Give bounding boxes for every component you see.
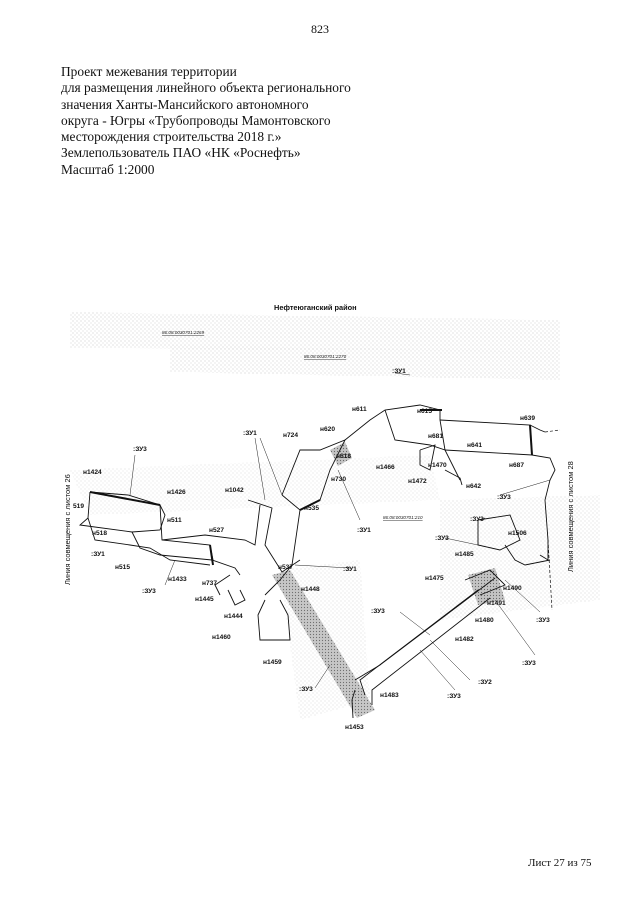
point-label: н1433: [168, 576, 187, 583]
point-label: н620: [320, 426, 335, 433]
point-label: н1475: [425, 575, 444, 582]
zone-label: :ЗУ3: [142, 588, 156, 595]
point-label: н641: [467, 442, 482, 449]
point-label: н1448: [301, 586, 320, 593]
title-line: Масштаб 1:2000: [61, 161, 155, 177]
right-sheet-edge-label: Линия совмещения с листом 28: [566, 461, 575, 572]
sheet-number: Лист 27 из 75: [528, 857, 592, 869]
route-centerline: [89, 409, 533, 566]
point-label: н1480: [475, 617, 494, 624]
zone-label: :ЗУ3: [435, 535, 449, 542]
page-number: 823: [311, 22, 329, 36]
cadastral-number: 86:08:0030701:2270: [304, 354, 347, 359]
point-label: н724: [283, 432, 298, 439]
label-leaders: [129, 372, 551, 691]
left-sheet-edge-label: Линия совмещения с листом 26: [63, 474, 72, 585]
point-label: н515: [115, 564, 130, 571]
boundary-lines: [78, 404, 556, 719]
zone-label: :ЗУ3: [299, 686, 313, 693]
point-label: н618: [336, 453, 351, 460]
point-label: н1444: [224, 613, 243, 620]
point-label: н1472: [408, 478, 427, 485]
zone-label: :ЗУ3: [522, 660, 536, 667]
zone-label: :ЗУ1: [392, 368, 406, 375]
point-label: н535: [304, 505, 319, 512]
cadastral-number: 86:08:0030701:2269: [162, 330, 205, 335]
title-line: значения Ханты-Мансийского автономного: [61, 96, 309, 112]
point-label: н681: [428, 433, 443, 440]
point-label: н615: [417, 408, 432, 415]
zone-label: :ЗУ1: [91, 551, 105, 558]
point-label: н1491: [487, 600, 506, 607]
point-label: н1459: [263, 659, 282, 666]
point-label: н730: [331, 476, 346, 483]
point-label: н1042: [225, 487, 244, 494]
pipeline-strip: [272, 442, 505, 718]
point-label: н1483: [380, 692, 399, 699]
point-label: н1424: [83, 469, 102, 476]
zone-label: :ЗУ3: [371, 608, 385, 615]
zone-label: :ЗУ3: [536, 617, 550, 624]
point-label: н1453: [345, 724, 364, 731]
point-label: н642: [466, 483, 481, 490]
zone-label: :ЗУ1: [243, 430, 257, 437]
zone-label: :ЗУ3: [447, 693, 461, 700]
title-line: Проект межевания территории: [61, 64, 237, 79]
point-label: н537: [278, 564, 293, 571]
title-line: округа - Югры «Трубопроводы Мамонтовског…: [61, 112, 331, 128]
point-label: н1460: [212, 634, 231, 641]
point-label: н511: [167, 517, 182, 524]
title-line: для размещения линейного объекта региона…: [61, 80, 351, 96]
zone-labels: :ЗУ1 :ЗУ1 :ЗУ1 :ЗУ1 :ЗУ3 :ЗУ1 :ЗУ3 :ЗУ3 …: [91, 368, 550, 700]
zone-label: :ЗУ1: [343, 566, 357, 573]
zone-label: :ЗУ3: [497, 494, 511, 501]
point-label: н639: [520, 415, 535, 422]
point-label: н1470: [428, 462, 447, 469]
point-label: н1490: [503, 585, 522, 592]
cadastral-number: 86:08:0030701:210: [383, 515, 423, 520]
point-labels: н611 н615 н639 н620 н681 н724 н618 н641 …: [73, 406, 535, 731]
sheet-boundary: [544, 429, 561, 611]
title-line: месторождения строительства 2018 г.»: [61, 129, 282, 145]
zone-label: :ЗУ3: [133, 446, 147, 453]
map-title-block: Проект межевания территории для размещен…: [61, 64, 381, 178]
point-label: н687: [509, 462, 524, 469]
zone-label: :ЗУ3: [470, 516, 484, 523]
zone-label: :ЗУ1: [357, 527, 371, 534]
point-label: н1482: [455, 636, 474, 643]
point-label: н1485: [455, 551, 474, 558]
region-label: Нефтеюганский район: [274, 303, 357, 312]
point-label: н1466: [376, 464, 395, 471]
point-label: н1426: [167, 489, 186, 496]
point-label: н527: [209, 527, 224, 534]
title-line: Землепользователь ПАО «НК «Роснефть»: [61, 145, 301, 161]
point-label: н1445: [195, 596, 214, 603]
point-label: н737: [202, 580, 217, 587]
point-label: н518: [92, 530, 107, 537]
zone-label: :ЗУ2: [478, 679, 492, 686]
point-label: н611: [352, 406, 367, 413]
point-label: н1506: [508, 530, 527, 537]
point-label: 519: [73, 503, 84, 510]
